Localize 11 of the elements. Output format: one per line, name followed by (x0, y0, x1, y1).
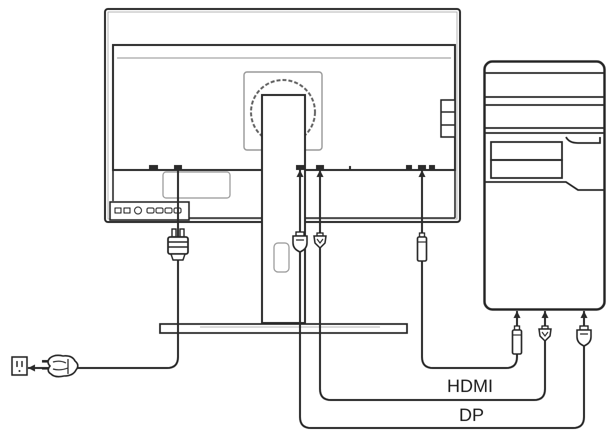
monitor-rear-drawing (104, 8, 462, 335)
wall-outlet-icon (11, 356, 28, 376)
computer-tower-drawing (483, 60, 606, 311)
monitor-port (316, 165, 324, 170)
cable-arrow (28, 170, 179, 372)
cable-arrow (296, 170, 588, 429)
cable-arrow (316, 170, 548, 401)
cable-arrow (418, 170, 520, 369)
monitor-port (418, 165, 426, 170)
monitor-port (296, 165, 304, 170)
monitor-port (174, 165, 182, 170)
